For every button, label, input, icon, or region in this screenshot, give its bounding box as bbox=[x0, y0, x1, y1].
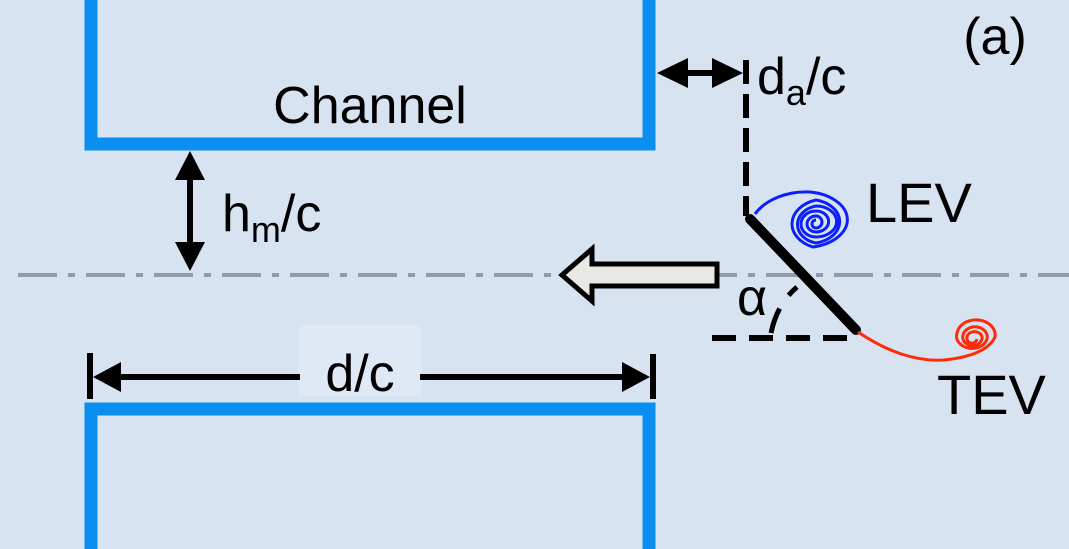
hm-label-rest: /c bbox=[281, 185, 321, 243]
tev-label: TEV bbox=[937, 363, 1047, 426]
da-label-base: d bbox=[757, 48, 786, 106]
da-arrowhead-left-icon bbox=[657, 58, 688, 88]
da-label: da/c bbox=[757, 48, 846, 113]
channel-label: Channel bbox=[273, 77, 467, 135]
angle-arc bbox=[768, 285, 799, 334]
hm-label: hm/c bbox=[222, 185, 321, 250]
alpha-label: α bbox=[737, 269, 767, 327]
panel-label: (a) bbox=[963, 8, 1027, 66]
hm-dimension-arrow bbox=[175, 151, 205, 271]
freestream-arrow bbox=[558, 243, 720, 307]
dc-label-background bbox=[298, 325, 422, 396]
da-arrowhead-right-icon bbox=[712, 58, 743, 88]
dc-arrowhead-left-icon bbox=[93, 362, 121, 392]
hm-arrowhead-down-icon bbox=[175, 242, 205, 271]
dc-label: d/c bbox=[325, 345, 394, 403]
tev-vortex-curve bbox=[857, 318, 997, 362]
da-dimension-arrow bbox=[657, 58, 743, 88]
hm-label-base: h bbox=[222, 185, 251, 243]
lev-vortex-spiral bbox=[753, 190, 849, 249]
da-label-rest: /c bbox=[806, 48, 846, 106]
top-channel-wall bbox=[84, 0, 656, 151]
dc-dimension-arrow bbox=[87, 353, 656, 399]
bottom-channel-wall bbox=[84, 402, 656, 549]
hm-label-sub: m bbox=[251, 209, 281, 250]
da-label-sub: a bbox=[786, 72, 807, 113]
flat-plate bbox=[745, 214, 861, 335]
dc-arrowhead-right-icon bbox=[622, 362, 650, 392]
hm-arrowhead-up-icon bbox=[175, 151, 205, 180]
lev-label: LEV bbox=[866, 171, 972, 234]
